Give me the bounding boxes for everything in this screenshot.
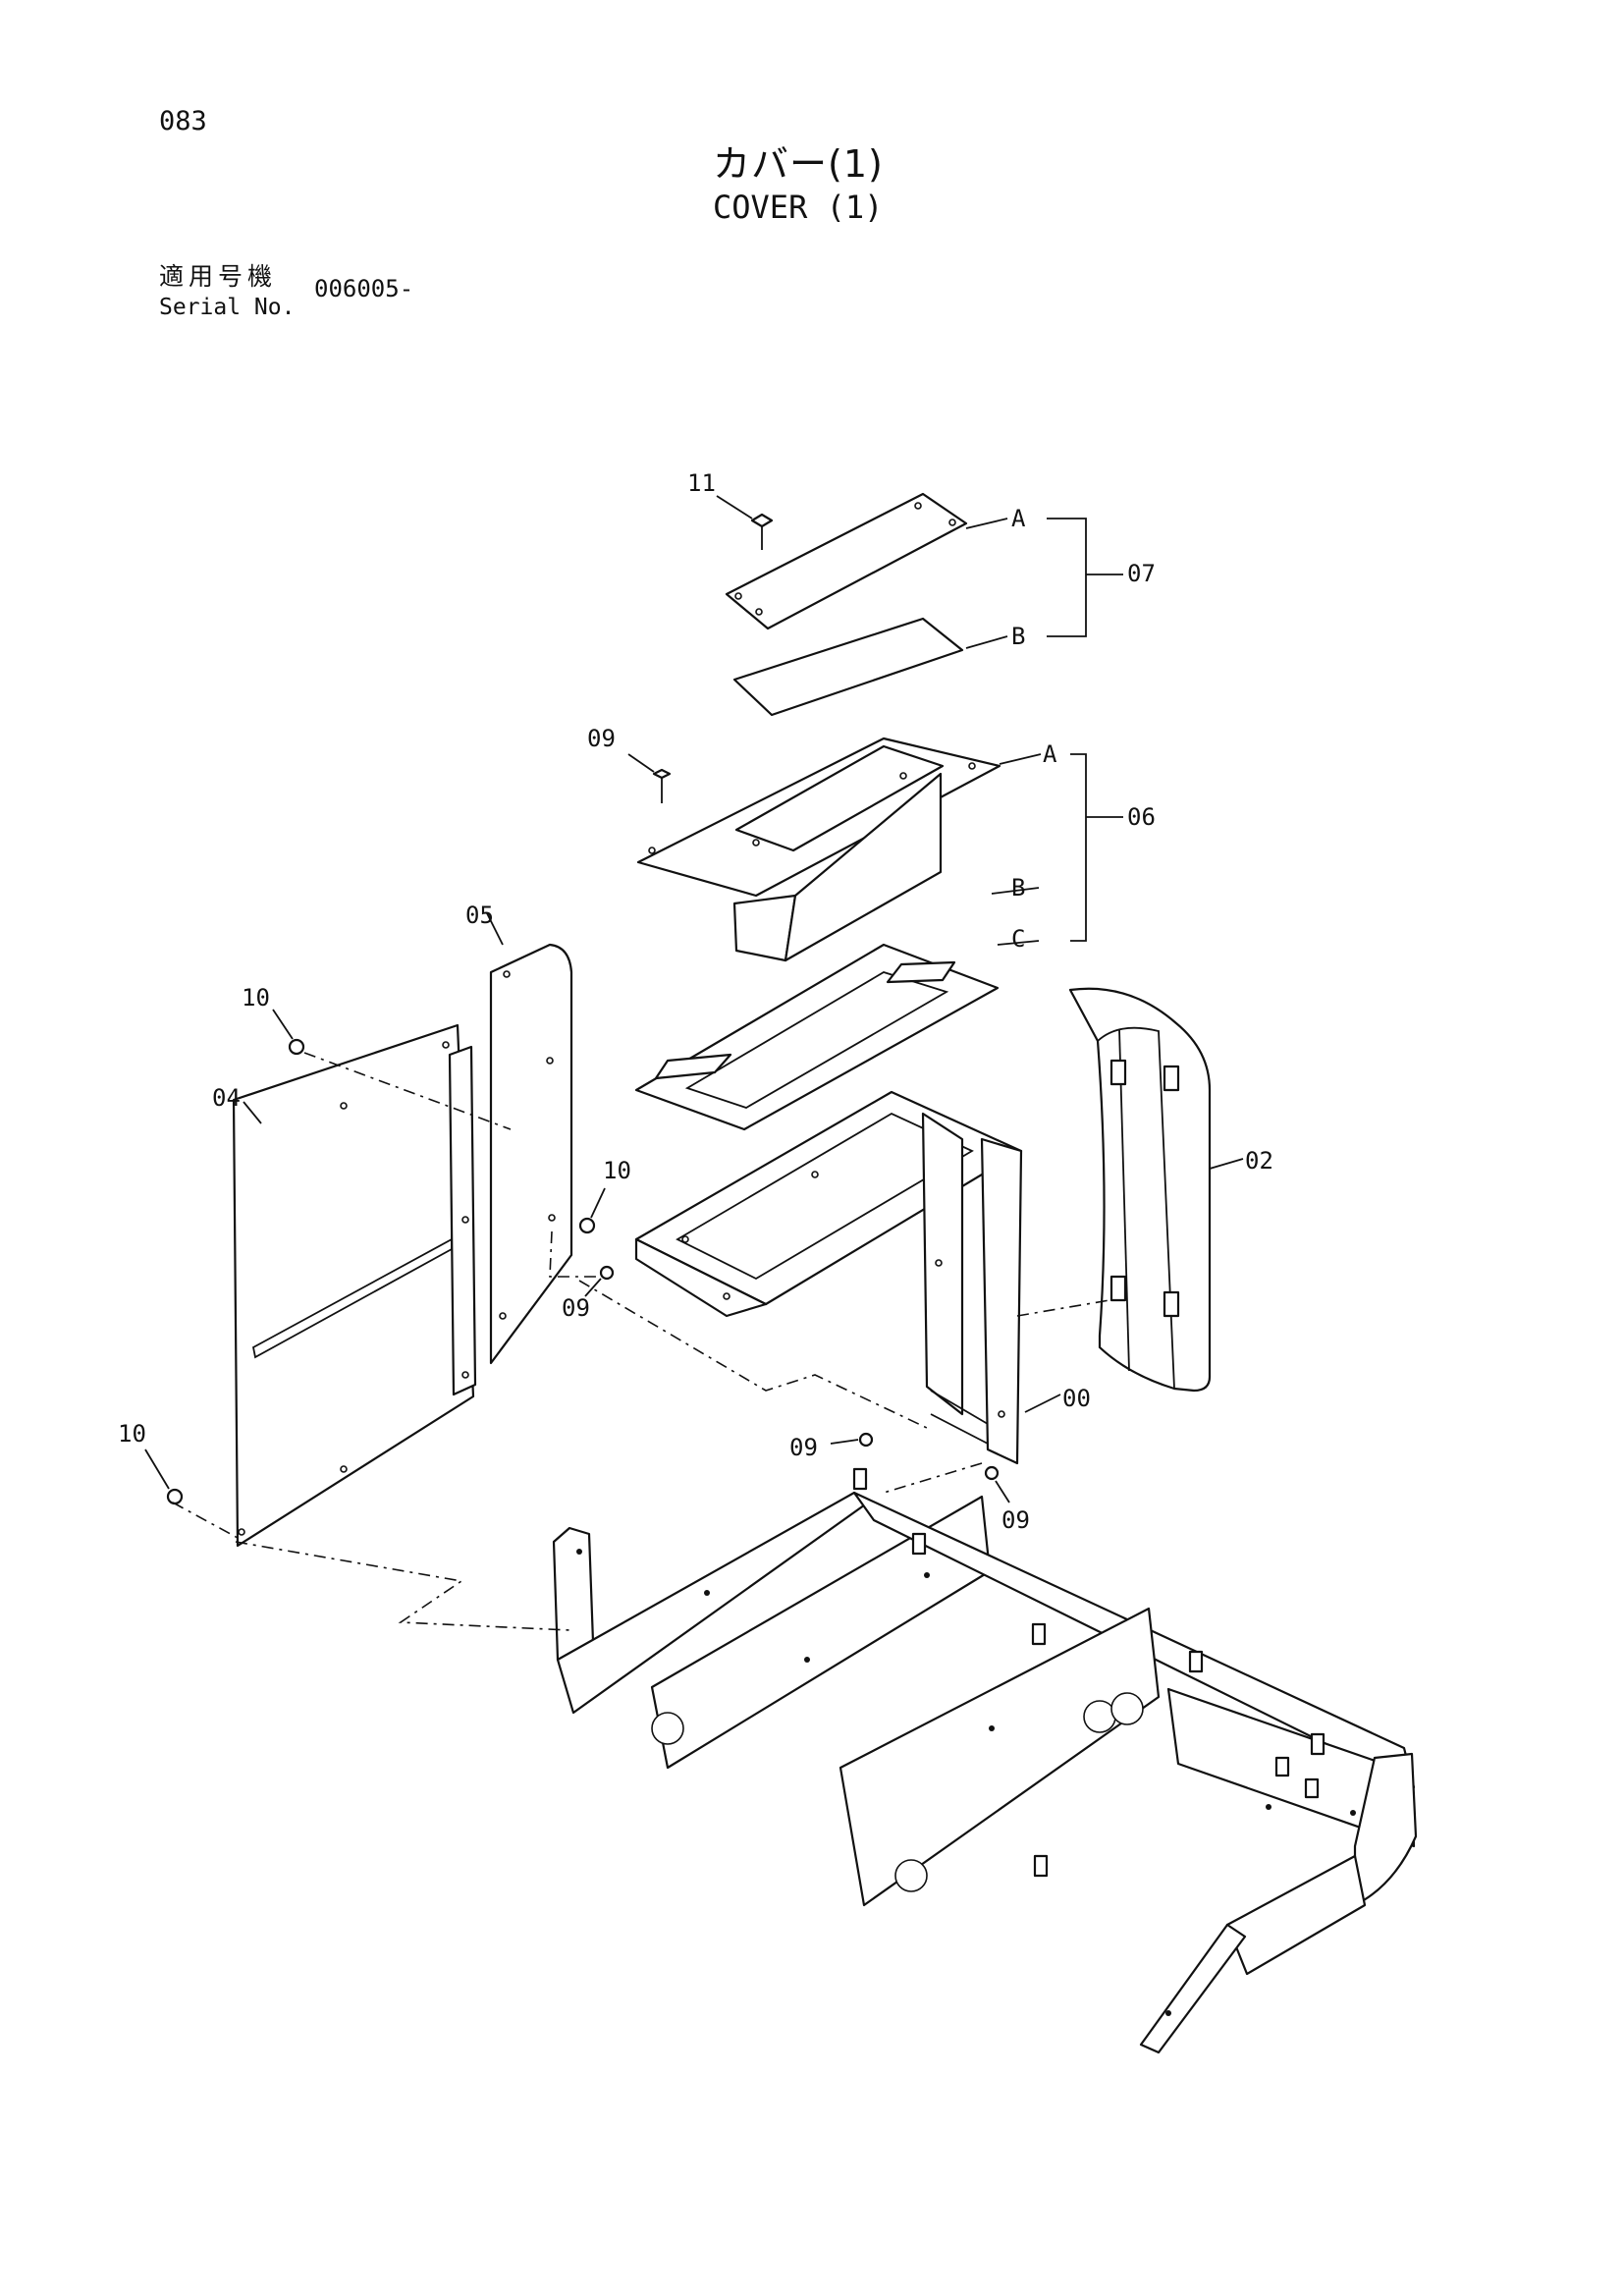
part-10-bolt-upper xyxy=(272,1009,305,1056)
callout-labels: 11 A 07 B 09 A 06 B C 05 10 04 10 02 09 … xyxy=(118,469,1273,1534)
bracket-06 xyxy=(991,753,1123,946)
part-09-bolt-middle xyxy=(584,1265,615,1297)
callout-09-top: 09 xyxy=(587,725,616,752)
part-10-bolt-lower xyxy=(144,1449,184,1505)
title-english: COVER (1) xyxy=(713,189,884,226)
part-09-bolt-lower-left xyxy=(830,1432,874,1448)
part-04-side-panel xyxy=(232,1023,477,1548)
callout-10-middle: 10 xyxy=(603,1157,631,1184)
part-07a-top-plate xyxy=(725,492,968,630)
callout-07a: A xyxy=(1011,505,1026,532)
assembly-lines xyxy=(172,1052,1110,1631)
callout-06b: B xyxy=(1011,874,1025,902)
leader-00 xyxy=(1024,1394,1061,1413)
part-02-side-cover xyxy=(1068,987,1212,1393)
page-number: 083 xyxy=(159,106,207,137)
callout-06: 06 xyxy=(1127,803,1156,831)
part-00-frame xyxy=(634,1090,1023,1465)
serial-label-japanese: 適用号機 xyxy=(159,262,278,291)
serial-label-english: Serial No. xyxy=(159,295,296,320)
part-07b-gasket xyxy=(732,617,964,717)
leader-04 xyxy=(243,1101,262,1124)
callout-02: 02 xyxy=(1245,1147,1273,1175)
callout-10-lower: 10 xyxy=(118,1420,146,1448)
bracket-07 xyxy=(965,518,1123,649)
callout-06a: A xyxy=(1043,740,1057,768)
leader-09-top xyxy=(627,753,655,773)
callout-05: 05 xyxy=(465,902,494,929)
callout-00: 00 xyxy=(1062,1385,1091,1412)
callout-11: 11 xyxy=(687,469,716,497)
part-06a-funnel xyxy=(636,737,1001,962)
title-japanese: カバー(1) xyxy=(713,142,884,186)
leader-05 xyxy=(486,912,504,946)
callout-04: 04 xyxy=(212,1084,241,1112)
part-09-bolt-top xyxy=(652,768,672,803)
part-11-bolt xyxy=(750,513,774,550)
base-frame xyxy=(552,1467,1418,2054)
part-06b-flange xyxy=(634,943,1000,1131)
callout-06c: C xyxy=(1011,925,1025,953)
part-10-bolt-middle xyxy=(578,1187,606,1234)
callout-09-lower-left: 09 xyxy=(789,1434,818,1461)
callout-10-upper: 10 xyxy=(242,984,270,1011)
callout-09-lower-right: 09 xyxy=(1001,1506,1030,1534)
part-05-narrow-panel xyxy=(489,943,573,1365)
callout-07: 07 xyxy=(1127,560,1156,587)
leader-02 xyxy=(1209,1158,1244,1170)
leader-11 xyxy=(716,495,753,519)
callout-07b: B xyxy=(1011,623,1025,650)
callout-09-middle: 09 xyxy=(562,1294,590,1322)
serial-number-value: 006005- xyxy=(314,275,414,302)
part-09-bolt-lower-right xyxy=(984,1465,1010,1503)
